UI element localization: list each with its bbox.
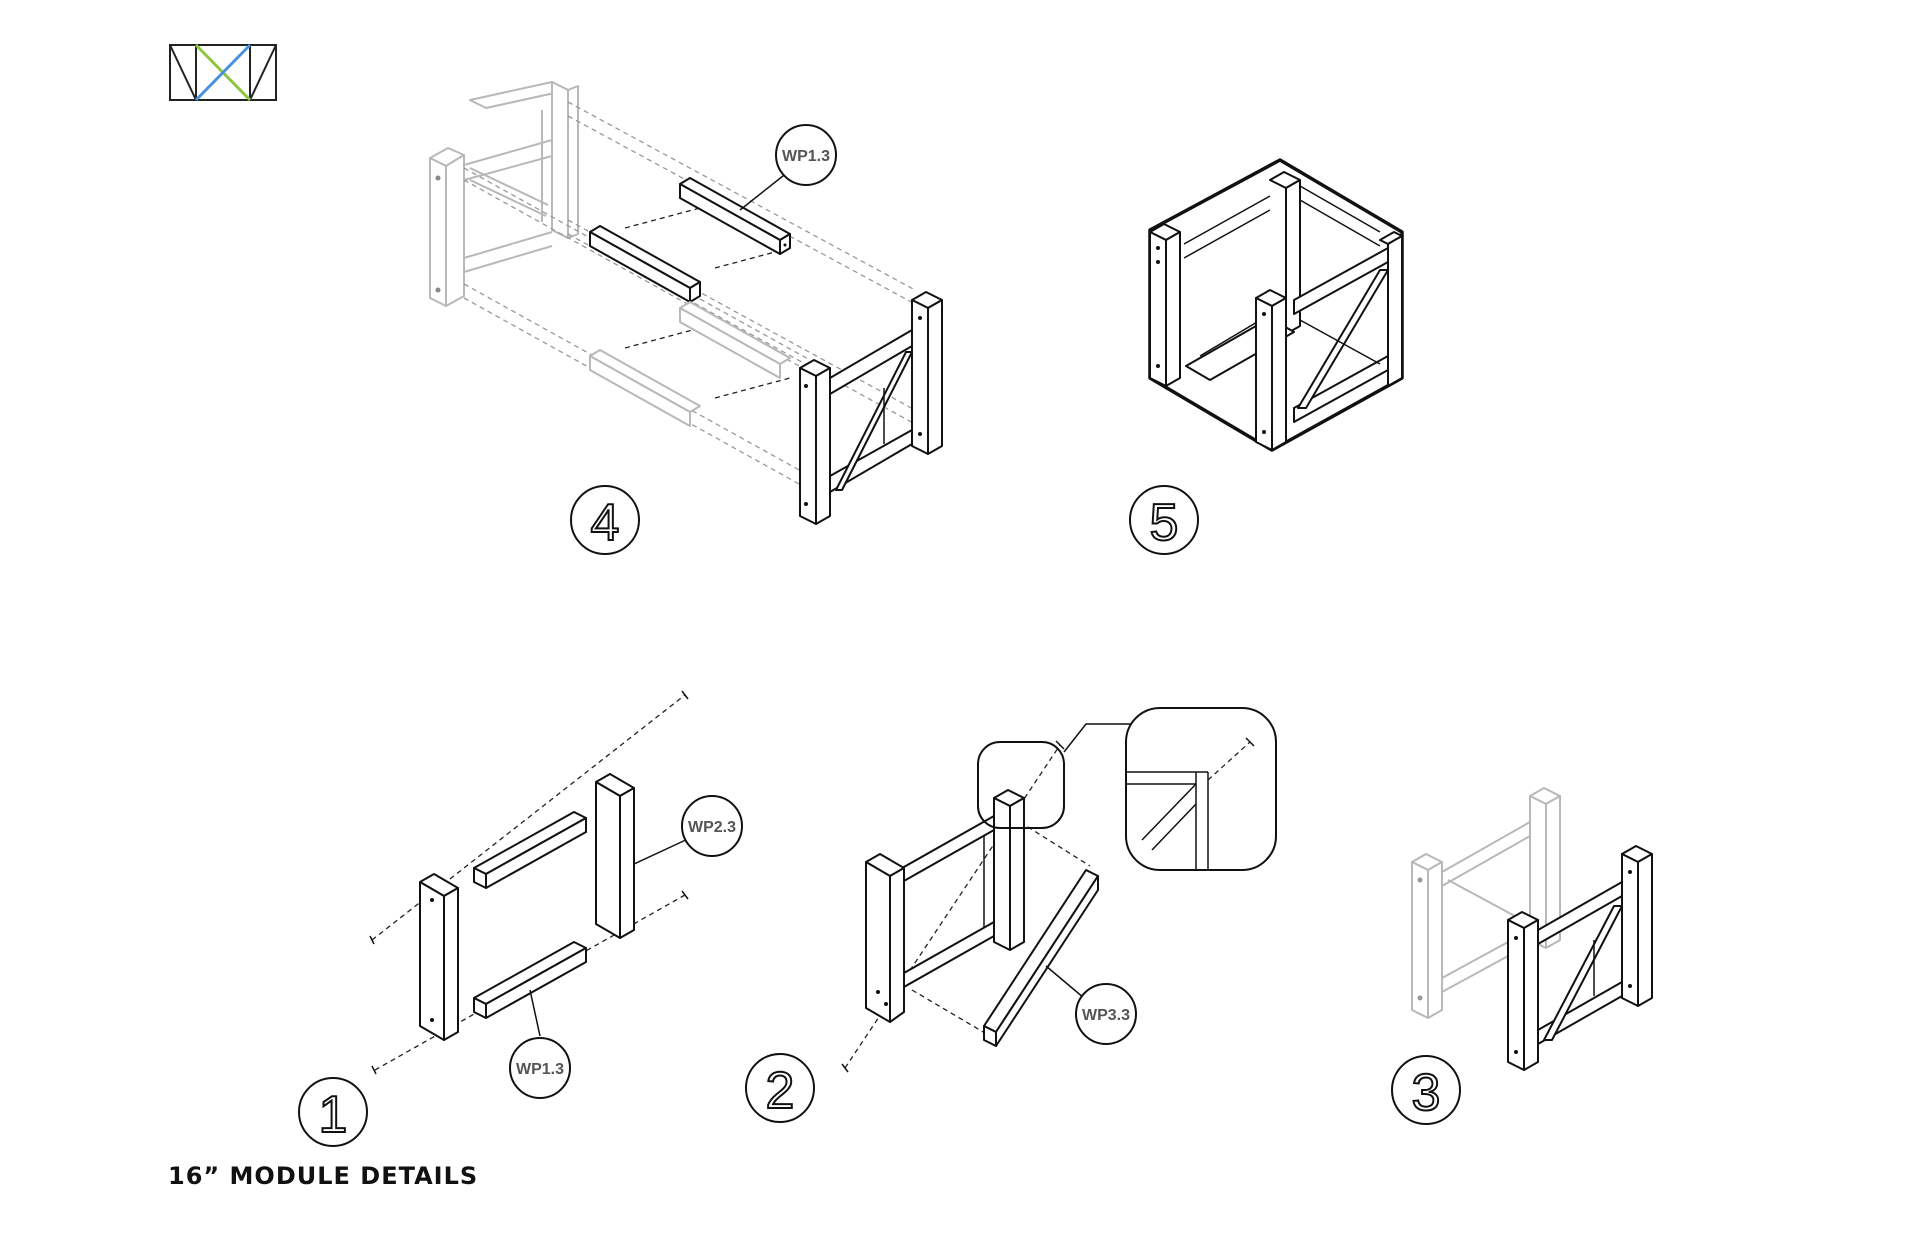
callout-wp13-bottom: WP1.3 [509, 989, 571, 1099]
step4-badge: 4 [570, 485, 640, 555]
step2-badge: 2 [745, 1053, 815, 1123]
drawing-caption: 16” MODULE DETAILS [168, 1162, 479, 1190]
step3-number: 3 [1412, 1064, 1441, 1122]
step2-detail-box [977, 707, 1277, 871]
step4-number: 4 [591, 494, 620, 552]
step4-drawing: WP1.3 4 [429, 81, 943, 555]
step3-badge: 3 [1391, 1055, 1461, 1125]
callout-wp13-top: WP1.3 [739, 124, 837, 211]
step1-drawing: WP2.3 WP1.3 1 [298, 690, 743, 1147]
callout-wp13-top-label: WP1.3 [782, 148, 830, 165]
step4-ghost-frame [429, 81, 579, 307]
callout-wp13-bottom-label: WP1.3 [516, 1061, 564, 1078]
step2-drawing: WP3.3 2 [745, 707, 1277, 1123]
callout-wp33: WP3.3 [1045, 965, 1137, 1045]
step5-drawing: 5 [1129, 158, 1404, 555]
step5-number: 5 [1150, 494, 1179, 552]
step2-number: 2 [766, 1062, 795, 1120]
step4-rail-top-front [589, 225, 701, 303]
step4-rail-top-back [679, 177, 791, 255]
step4-side-frame [799, 291, 943, 525]
callout-wp23: WP2.3 [633, 795, 743, 865]
callout-wp33-label: WP3.3 [1082, 1007, 1130, 1024]
step5-badge: 5 [1129, 485, 1199, 555]
step1-number: 1 [319, 1086, 348, 1144]
step2-diagonal-brace [983, 869, 1099, 1047]
callout-wp23-label: WP2.3 [688, 819, 736, 836]
step3-drawing: 3 [1391, 787, 1653, 1125]
nxn-logo-icon [169, 43, 277, 102]
step1-badge: 1 [298, 1077, 368, 1147]
